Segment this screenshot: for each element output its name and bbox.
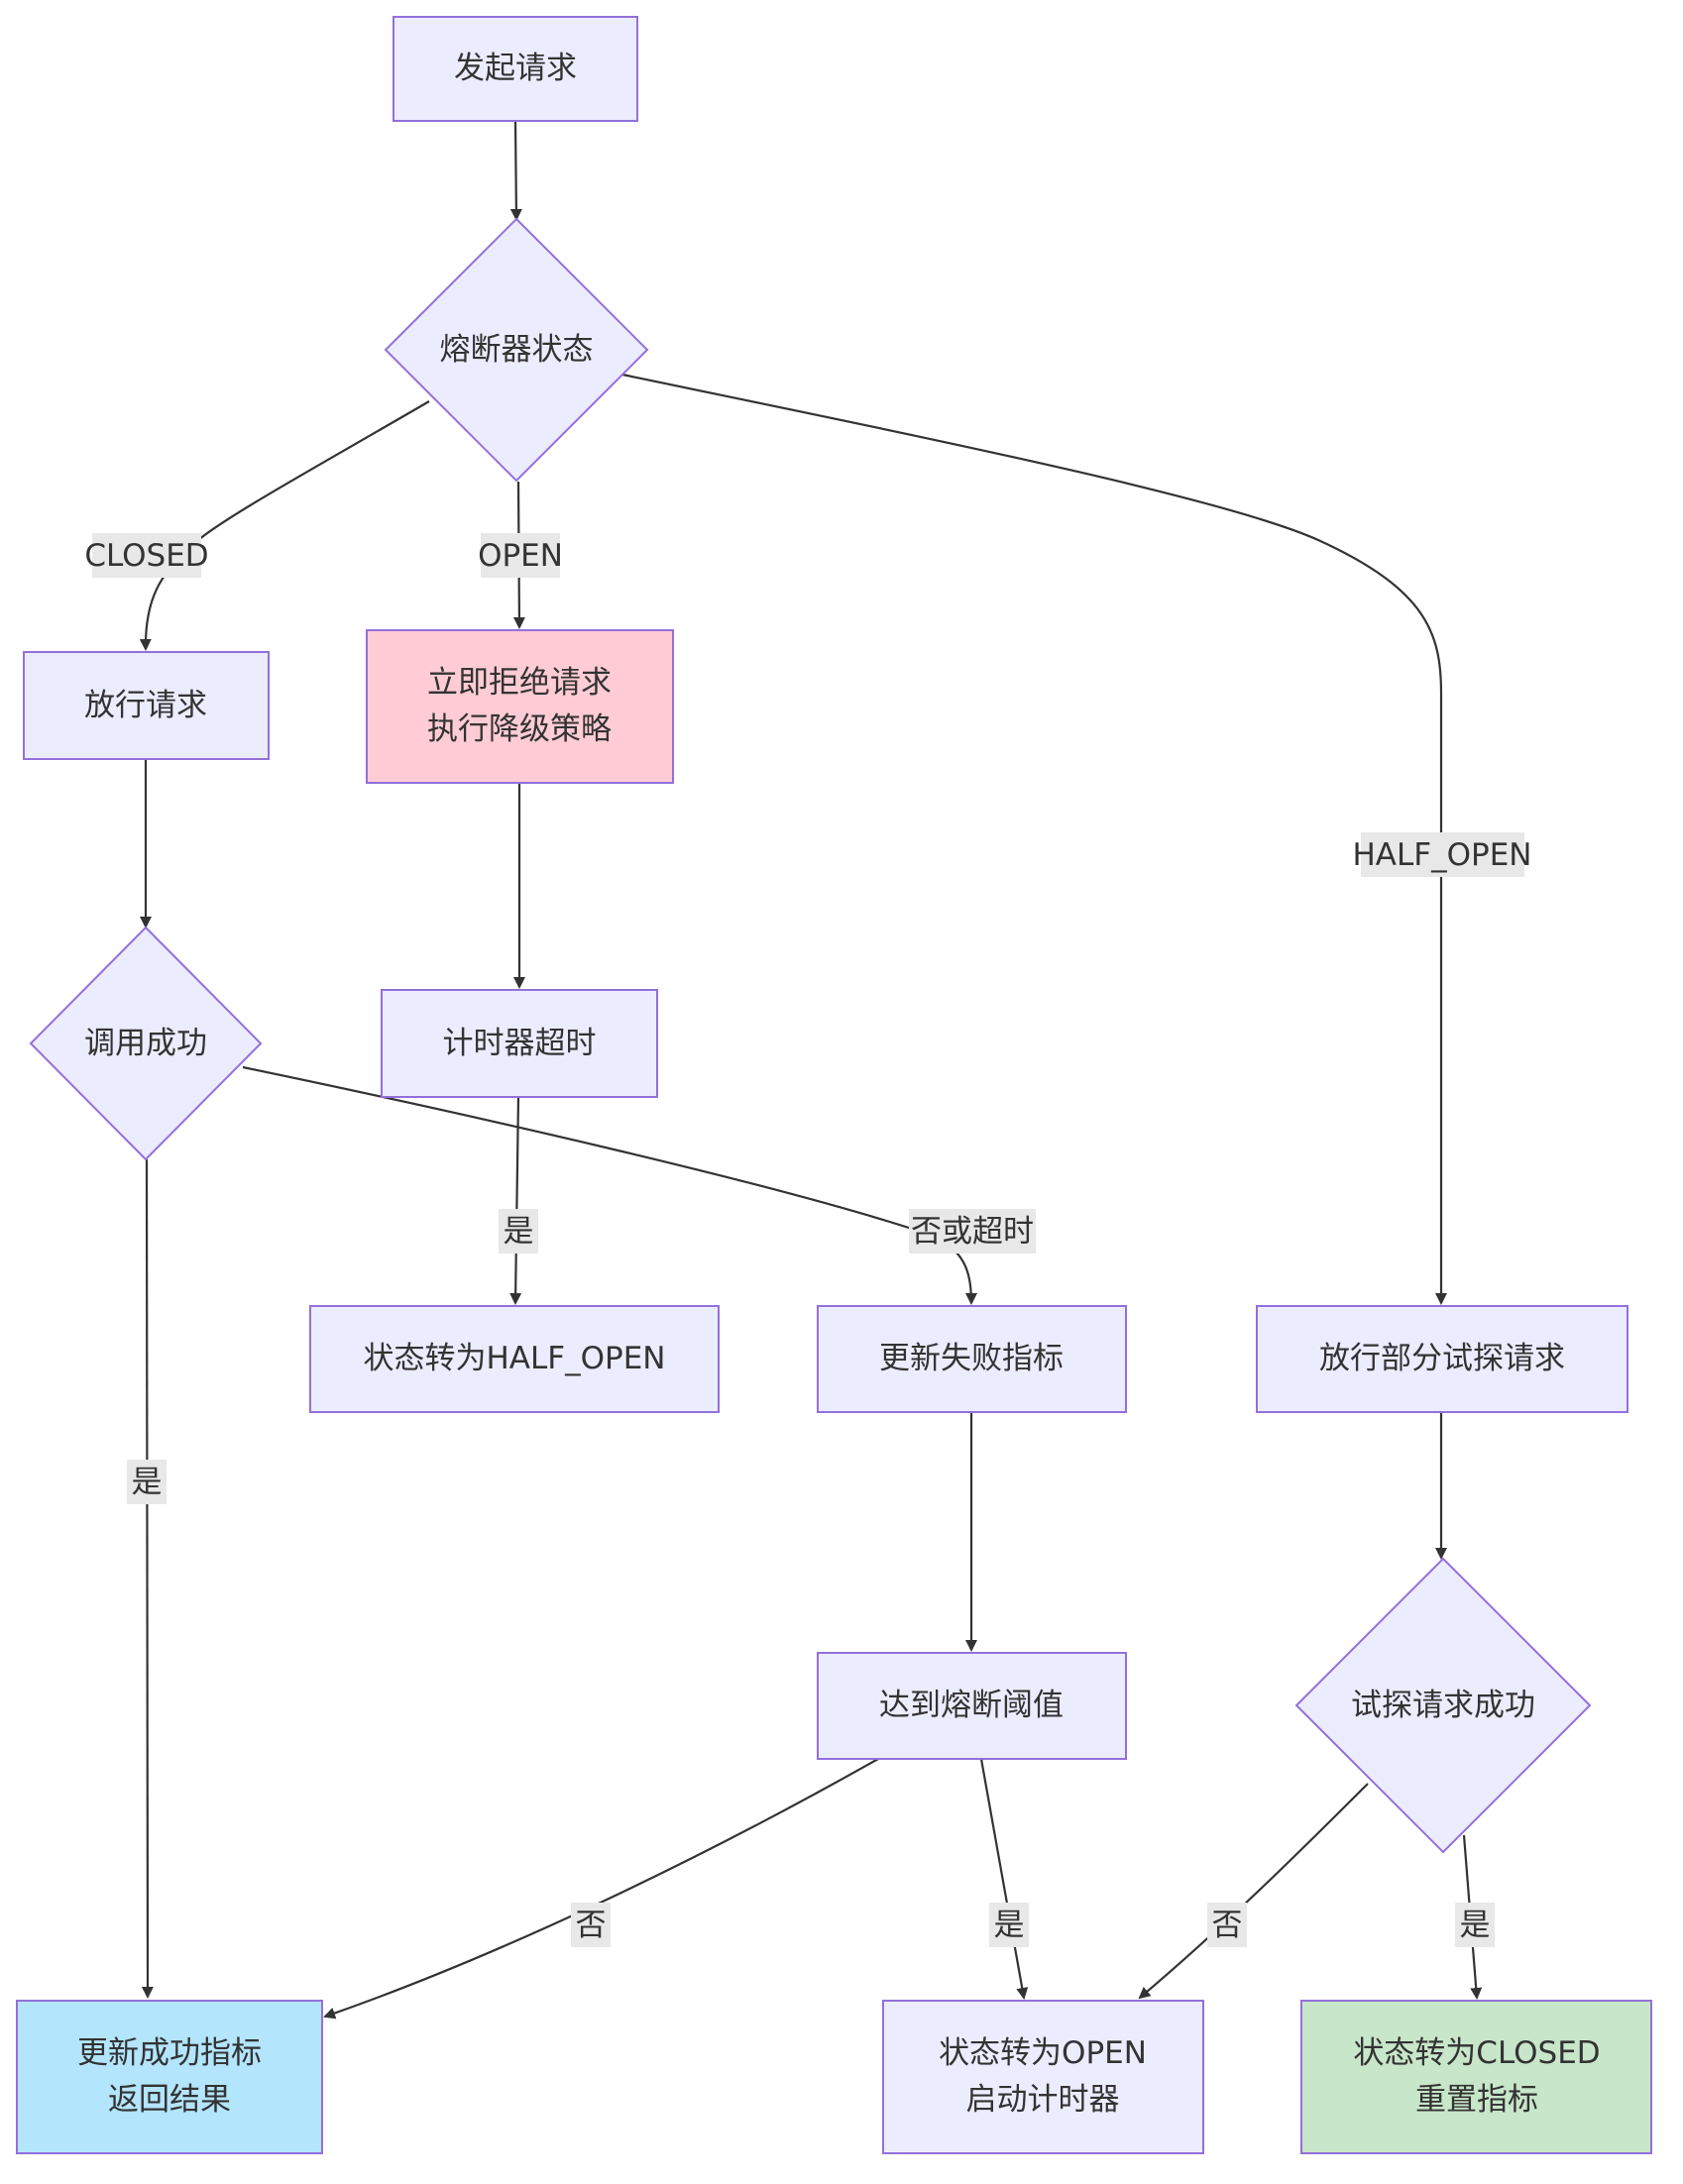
node-to-open-shape: [882, 2000, 1204, 2154]
edge-label-open: OPEN: [478, 533, 563, 578]
edge-label-open-text: OPEN: [478, 538, 563, 574]
edge-label-threshold-no: 否: [571, 1903, 611, 1947]
node-threshold-label: 达到熔断阈值: [879, 1688, 1064, 1723]
node-allow: 放行请求: [23, 651, 270, 760]
edge-label-half-open-text: HALF_OPEN: [1353, 837, 1532, 873]
node-state-label: 熔断器状态: [440, 332, 594, 368]
edge-callok-to-updatefail: [242, 1065, 977, 1305]
node-timer: 计时器超时: [381, 989, 658, 1098]
node-success: 更新成功指标 返回结果: [16, 2000, 323, 2154]
edge-label-closed: CLOSED: [84, 533, 209, 578]
node-success-label-line-2: 返回结果: [108, 2082, 231, 2118]
node-start-label: 发起请求: [454, 51, 577, 86]
node-reject-shape: [366, 629, 674, 784]
node-update-fail: 更新失败指标: [817, 1305, 1127, 1413]
node-to-closed: 状态转为CLOSED 重置指标: [1300, 2000, 1652, 2154]
edge-threshold-to-toopen: [979, 1758, 1029, 2000]
node-probe-ok-label: 试探请求成功: [1351, 1688, 1535, 1723]
node-state: 熔断器状态: [384, 217, 649, 483]
node-call-ok-shape: [29, 926, 263, 1161]
node-success-shape: [16, 2000, 323, 2154]
node-timer-label: 计时器超时: [443, 1026, 597, 1061]
node-probe: 放行部分试探请求: [1256, 1305, 1628, 1413]
edge-label-timer-yes-text: 是: [504, 1214, 534, 1250]
edge-label-probe-yes: 是: [1455, 1903, 1495, 1947]
edge-label-call-yes-text: 是: [132, 1465, 163, 1500]
edge-label-timer-yes: 是: [499, 1209, 538, 1254]
node-threshold: 达到熔断阈值: [817, 1652, 1127, 1760]
edge-label-threshold-no-text: 否: [576, 1908, 607, 1943]
edge-label-threshold-yes: 是: [989, 1903, 1029, 1947]
node-threshold-shape: [817, 1652, 1127, 1760]
edge-label-fail-or-timeout-text: 否或超时: [911, 1214, 1034, 1250]
edge-label-fail-or-timeout: 否或超时: [909, 1209, 1036, 1254]
node-start: 发起请求: [393, 16, 638, 122]
node-start-shape: [393, 16, 638, 122]
edge-threshold-to-success: [323, 1758, 879, 2020]
edge-label-threshold-yes-text: 是: [994, 1908, 1025, 1943]
node-reject: 立即拒绝请求 执行降级策略: [366, 629, 674, 784]
node-update-fail-shape: [817, 1305, 1127, 1413]
node-to-closed-shape: [1300, 2000, 1652, 2154]
node-probe-ok-shape: [1294, 1557, 1592, 1854]
node-to-closed-label-line-1: 状态转为CLOSED: [1353, 2035, 1600, 2071]
edge-label-probe-no-text: 否: [1212, 1908, 1243, 1943]
node-state-shape: [384, 217, 649, 483]
node-probe-shape: [1256, 1305, 1628, 1413]
node-to-open: 状态转为OPEN 启动计时器: [882, 2000, 1204, 2154]
node-allow-shape: [23, 651, 270, 760]
node-timer-shape: [381, 989, 658, 1098]
node-to-open-label-line-1: 状态转为OPEN: [939, 2035, 1147, 2071]
node-probe-ok: 试探请求成功: [1294, 1557, 1592, 1854]
node-to-half-open-label: 状态转为HALF_OPEN: [364, 1341, 666, 1376]
node-to-open-label-line-2: 启动计时器: [966, 2082, 1120, 2118]
edge-callok-to-success: [141, 1158, 154, 1999]
edge-start-to-state: [509, 120, 522, 221]
node-call-ok-label: 调用成功: [84, 1026, 207, 1061]
edge-state-to-allow: [139, 400, 430, 651]
edge-probeok-to-toopen: [1138, 1783, 1369, 2000]
node-allow-label: 放行请求: [84, 688, 207, 723]
nodes: 发起请求 熔断器状态 放行请求 立即拒绝请求 执行降级策略 调用成功 计时器超时: [16, 16, 1652, 2154]
edge-timer-to-tohalf: [509, 1096, 522, 1305]
node-success-label-line-1: 更新成功指标: [77, 2035, 262, 2071]
node-to-half-open: 状态转为HALF_OPEN: [309, 1305, 720, 1413]
node-to-closed-label-line-2: 重置指标: [1415, 2082, 1538, 2118]
edge-label-closed-text: CLOSED: [84, 538, 208, 574]
node-call-ok: 调用成功: [29, 926, 263, 1161]
node-update-fail-label: 更新失败指标: [879, 1341, 1064, 1376]
node-probe-label: 放行部分试探请求: [1319, 1341, 1565, 1376]
edge-state-to-probe: [621, 373, 1447, 1305]
edge-labels: CLOSED OPEN HALF_OPEN 是 否或超时 是 否 是: [84, 533, 1532, 1947]
edge-label-call-yes: 是: [127, 1460, 167, 1504]
node-reject-label-line-2: 执行降级策略: [427, 711, 612, 747]
edges: [139, 120, 1483, 2020]
edge-label-probe-no: 否: [1207, 1903, 1247, 1947]
edge-label-half-open: HALF_OPEN: [1353, 832, 1532, 877]
node-reject-label-line-1: 立即拒绝请求: [427, 665, 612, 701]
edge-label-probe-yes-text: 是: [1460, 1908, 1491, 1943]
node-to-half-open-shape: [309, 1305, 720, 1413]
